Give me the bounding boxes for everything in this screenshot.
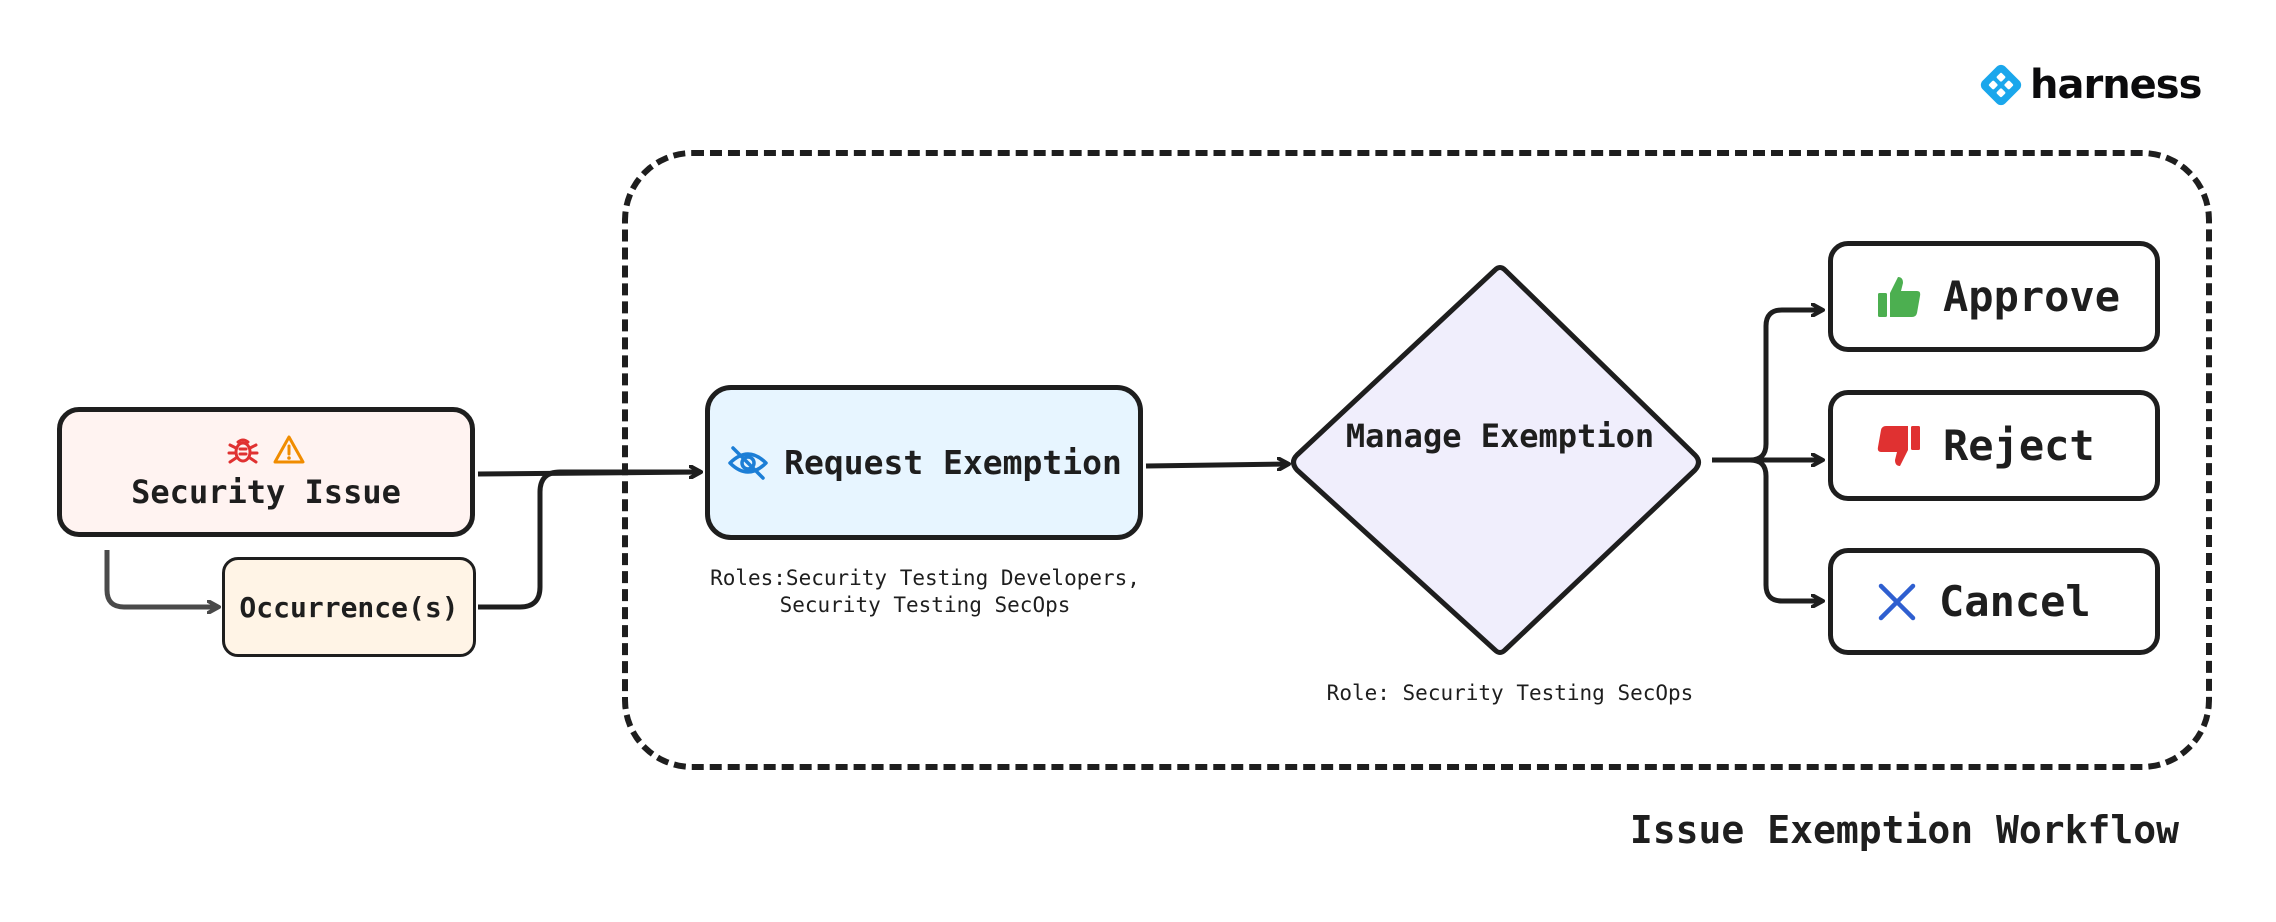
occurrences-label: Occurrence(s) [239, 590, 459, 624]
cancel-label: Cancel [1939, 577, 2091, 626]
edge-occurrences-to-request [478, 472, 700, 610]
request-roles-caption: Roles:Security Testing Developers, Secur… [690, 565, 1160, 619]
reject-node[interactable]: Reject [1828, 390, 2160, 501]
request-roles-line-1: Roles:Security Testing Developers, [710, 566, 1140, 590]
approve-label: Approve [1943, 272, 2121, 321]
thumbs-down-icon [1877, 425, 1920, 466]
workflow-title: Issue Exemption Workflow [1629, 808, 2179, 852]
edge-issue-to-occurrences [104, 550, 218, 607]
request-exemption-label: Request Exemption [784, 443, 1122, 482]
cancel-node[interactable]: Cancel [1828, 548, 2160, 655]
workflow-boundary [622, 150, 2212, 770]
request-exemption-node[interactable]: Request Exemption [705, 385, 1143, 540]
harness-logo-text: harness [2030, 62, 2202, 108]
security-issue-label: Security Issue [131, 473, 401, 511]
manage-exemption-diamond [1291, 265, 1701, 655]
bug-icon [227, 438, 259, 464]
edge-request-to-manage [1145, 464, 1288, 466]
request-roles-line-2: Security Testing SecOps [779, 593, 1071, 617]
thumbs-up-icon [1878, 276, 1921, 317]
security-issue-icons [226, 433, 306, 467]
warning-icon [273, 435, 305, 464]
manage-role-caption: Role: Security Testing SecOps [1326, 681, 1694, 705]
security-issue-node[interactable]: Security Issue [57, 407, 475, 537]
harness-logo: harness [1978, 62, 2202, 108]
edge-manage-to-cancel [1712, 457, 1822, 601]
close-icon [1878, 583, 1916, 620]
approve-node[interactable]: Approve [1828, 241, 2160, 352]
harness-logo-icon [1980, 64, 2022, 106]
reject-label: Reject [1943, 421, 2095, 470]
occurrences-node[interactable]: Occurrence(s) [222, 557, 476, 657]
eye-off-icon [728, 445, 768, 480]
manage-exemption-label: Manage Exemption [1345, 417, 1655, 455]
